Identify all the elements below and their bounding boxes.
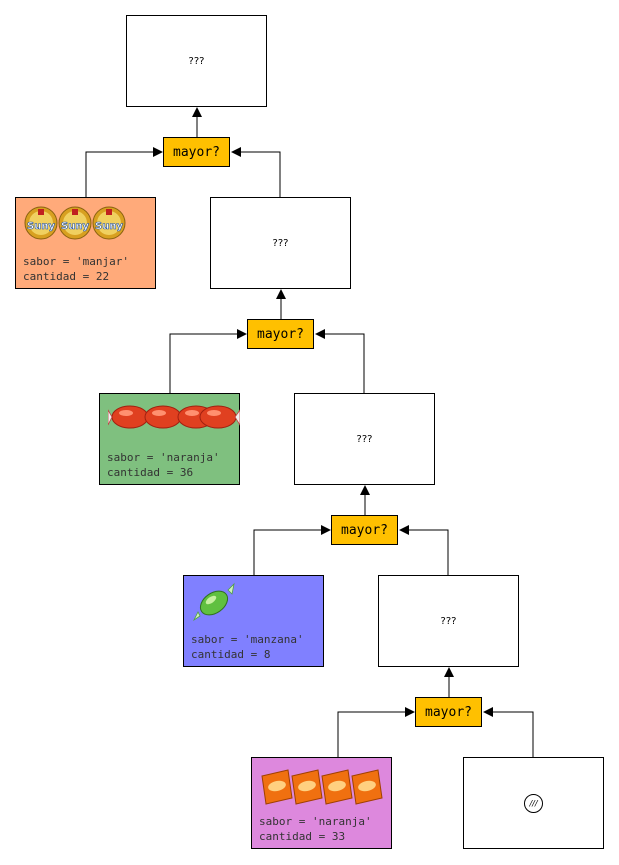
result-unknown-2: ??? [272, 237, 289, 249]
result-box-4: ??? [378, 575, 519, 667]
arrow-right-1 [231, 147, 281, 197]
sabor-line-4: sabor = 'naranja' [259, 815, 372, 828]
cantidad-line-4: cantidad = 33 [259, 830, 346, 843]
svg-text:Suny: Suny [27, 221, 55, 232]
compare-box-2: mayor? [247, 319, 314, 349]
sabor-line-2: sabor = 'naranja' [107, 451, 220, 464]
result-unknown-4: ??? [440, 615, 457, 627]
arrow-left-2 [169, 329, 247, 393]
null-symbol: /// [524, 793, 543, 813]
svg-text:Suny: Suny [61, 221, 89, 232]
candy-node-4: sabor = 'naranja' cantidad = 33 [251, 757, 392, 849]
svg-text:Suny: Suny [95, 221, 123, 232]
sabor-line-1: sabor = 'manjar' [23, 255, 129, 268]
arrow-left-4 [337, 707, 415, 757]
arrow-left-3 [253, 525, 331, 575]
compare-box-4: mayor? [415, 697, 482, 727]
cantidad-line-2: cantidad = 36 [107, 466, 194, 479]
result-box-2: ??? [210, 197, 351, 289]
candy-attributes-4: sabor = 'naranja' cantidad = 33 [259, 814, 372, 844]
compare-box-1: mayor? [163, 137, 230, 167]
sabor-line-3: sabor = 'manzana' [191, 633, 304, 646]
candy-attributes-1: sabor = 'manjar' cantidad = 22 [23, 254, 129, 284]
candy-attributes-2: sabor = 'naranja' cantidad = 36 [107, 450, 220, 480]
result-unknown-1: ??? [188, 55, 205, 67]
suny-candy-icon: Suny Suny Suny [24, 204, 128, 242]
arrow-right-3 [399, 525, 449, 575]
result-box-3: ??? [294, 393, 435, 485]
cantidad-line-1: cantidad = 22 [23, 270, 110, 283]
null-box: /// [463, 757, 604, 849]
result-box-1: ??? [126, 15, 267, 107]
red-wrapped-candy-icon [108, 398, 240, 436]
candy-node-3: sabor = 'manzana' cantidad = 8 [183, 575, 324, 667]
orange-chocolate-bar-icon [260, 764, 386, 805]
candy-attributes-3: sabor = 'manzana' cantidad = 8 [191, 632, 304, 662]
candy-node-1: Suny Suny Suny sabor = 'manjar' cantidad … [15, 197, 156, 289]
arrow-right-4 [483, 707, 534, 757]
candy-node-2: sabor = 'naranja' cantidad = 36 [99, 393, 240, 485]
arrow-left-1 [85, 147, 163, 197]
green-wrapped-candy-icon [192, 582, 240, 622]
arrow-right-2 [315, 329, 365, 393]
compare-box-3: mayor? [331, 515, 398, 545]
result-unknown-3: ??? [356, 433, 373, 445]
cantidad-line-3: cantidad = 8 [191, 648, 271, 661]
